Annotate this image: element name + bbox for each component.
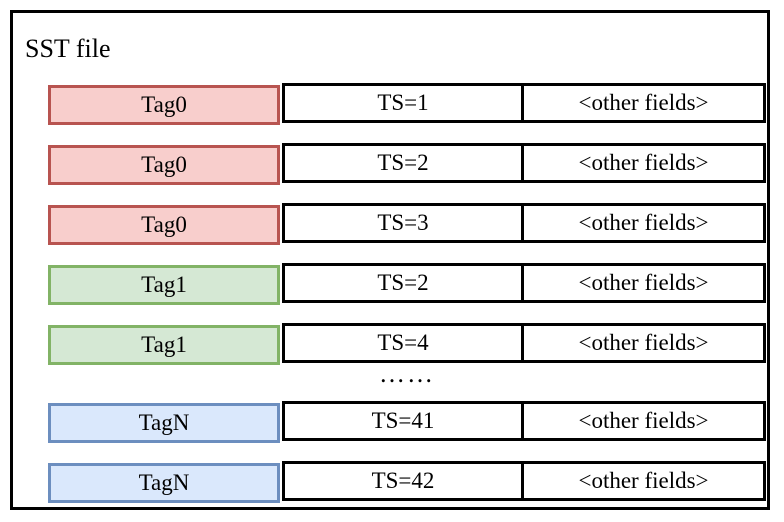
ellipsis-text: …… [379, 359, 435, 388]
timestamp-cell: TS=4 [282, 323, 524, 363]
timestamp-cell: TS=2 [282, 143, 524, 183]
other-fields-cell: <other fields> [521, 401, 766, 441]
tag-cell: Tag0 [48, 85, 280, 125]
sst-file-title: SST file [25, 34, 111, 63]
timestamp-cell: TS=42 [282, 461, 524, 501]
timestamp-cell: TS=2 [282, 263, 524, 303]
other-fields-cell: <other fields> [521, 143, 766, 183]
other-fields-cell: <other fields> [521, 83, 766, 123]
tag-cell: Tag0 [48, 205, 280, 245]
record-row: Tag1 TS=4 <other fields> [48, 323, 766, 365]
other-fields-cell: <other fields> [521, 461, 766, 501]
ellipsis-separator: …… [48, 359, 766, 401]
record-row: TagN TS=41 <other fields> [48, 401, 766, 443]
record-row: Tag0 TS=2 <other fields> [48, 143, 766, 185]
timestamp-cell: TS=1 [282, 83, 524, 123]
tag-cell: Tag1 [48, 265, 280, 305]
other-fields-cell: <other fields> [521, 323, 766, 363]
other-fields-cell: <other fields> [521, 203, 766, 243]
sst-file-box: SST file Tag0 TS=1 <other fields> Tag0 T… [10, 10, 770, 510]
record-row: Tag0 TS=3 <other fields> [48, 203, 766, 245]
tag-cell: Tag1 [48, 325, 280, 365]
record-row: TagN TS=42 <other fields> [48, 461, 766, 503]
tag-cell: TagN [48, 403, 280, 443]
tag-cell: Tag0 [48, 145, 280, 185]
timestamp-cell: TS=3 [282, 203, 524, 243]
record-rows: Tag0 TS=1 <other fields> Tag0 TS=2 <othe… [48, 83, 766, 521]
tag-cell: TagN [48, 463, 280, 503]
other-fields-cell: <other fields> [521, 263, 766, 303]
record-row: Tag0 TS=1 <other fields> [48, 83, 766, 125]
timestamp-cell: TS=41 [282, 401, 524, 441]
record-row: Tag1 TS=2 <other fields> [48, 263, 766, 305]
